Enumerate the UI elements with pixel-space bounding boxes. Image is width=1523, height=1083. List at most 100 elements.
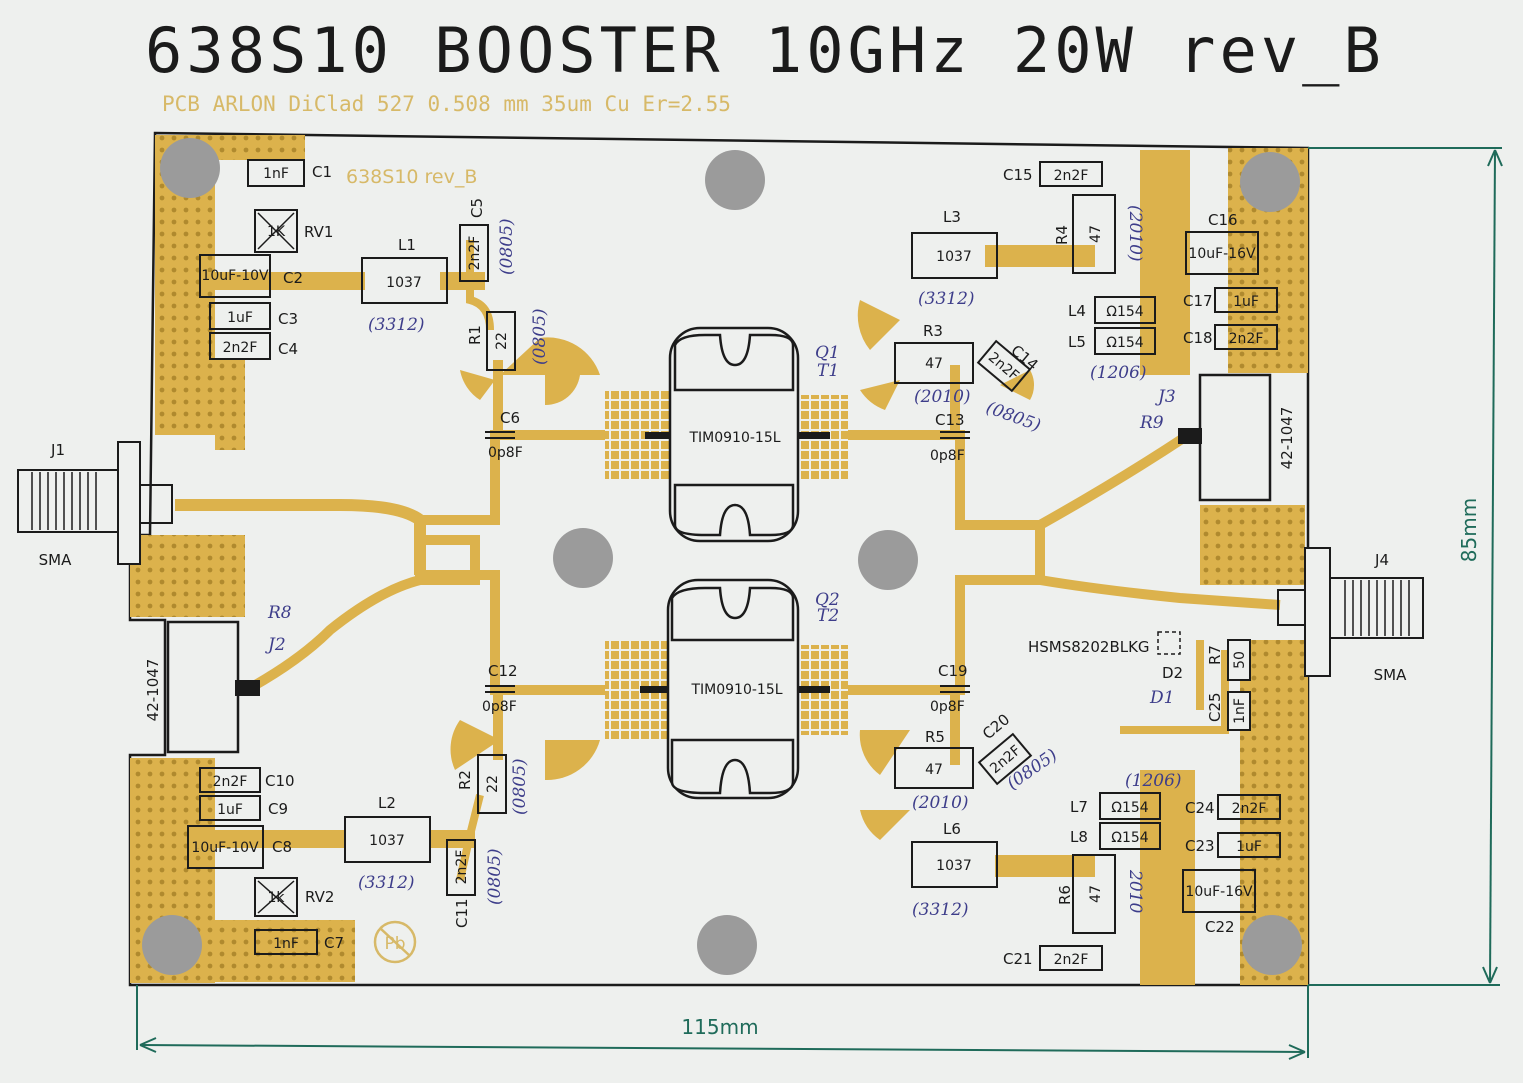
c13-value: 0p8F: [930, 448, 965, 464]
r8-note: R8: [267, 603, 292, 623]
c1: 1nF C1: [247, 159, 332, 187]
rv1: 1K RV1: [254, 209, 333, 253]
c9-ref: C9: [268, 800, 288, 818]
rv2: 1k RV2: [254, 877, 334, 917]
connector-j1: J1 SMA: [17, 441, 173, 569]
j4-label: J4: [1374, 551, 1389, 569]
c17-ref: C17: [1183, 292, 1213, 310]
rf-traces: [175, 360, 1281, 765]
c4: 2n2F C4: [209, 332, 298, 360]
c15-value: 2n2F: [1054, 168, 1089, 184]
l8-ref: L8: [1070, 828, 1088, 846]
l4-value: Ω154: [1106, 304, 1144, 320]
c11: 2n2F C11 (0805): [446, 839, 505, 928]
l2-ref: L2: [378, 794, 396, 812]
l6-note: (3312): [912, 900, 969, 920]
c3-ref: C3: [278, 310, 298, 328]
l7: Ω154 L7 (1206): [1070, 771, 1182, 820]
rv1-ref: RV1: [304, 223, 333, 241]
c1-value: 1nF: [263, 166, 289, 182]
r2-note: (0805): [510, 758, 530, 815]
c7-ref: C7: [324, 934, 344, 952]
c17: 1uF C17: [1183, 287, 1278, 313]
r1-ref: R1: [466, 325, 484, 345]
l7-ref: L7: [1070, 798, 1088, 816]
j3-label: J3: [1155, 387, 1176, 407]
c9-value: 1uF: [217, 802, 243, 818]
c17-value: 1uF: [1233, 294, 1259, 310]
c6-value: 0p8F: [488, 445, 523, 461]
j2-label: J2: [265, 635, 286, 655]
c22-value: 10uF-16V: [1185, 884, 1253, 900]
c6: C6 0p8F: [485, 409, 523, 461]
page-title: 638S10 BOOSTER 10GHz 20W rev_B: [145, 14, 1385, 87]
r5-value: 47: [925, 762, 943, 778]
connector-j4: J4 SMA: [1277, 547, 1424, 684]
c16-value: 10uF-16V: [1188, 246, 1256, 262]
c5: 2n2F C5 (0805): [459, 198, 517, 282]
c4-value: 2n2F: [223, 340, 258, 356]
c5-value: 2n2F: [467, 236, 483, 271]
c19-value: 0p8F: [930, 699, 965, 715]
j1-type-label: SMA: [39, 551, 72, 569]
r3-note: (2010): [914, 387, 971, 407]
c23: 1uF C23: [1185, 832, 1281, 858]
c11-note: (0805): [485, 848, 505, 905]
l8-value: Ω154: [1111, 830, 1149, 846]
l8: Ω154 L8: [1070, 822, 1161, 850]
l1-ref: L1: [398, 236, 416, 254]
q2-part-label: TIM0910-15L: [690, 682, 782, 698]
c10-value: 2n2F: [213, 774, 248, 790]
r3-value: 47: [925, 356, 943, 372]
c8-value: 10uF-10V: [191, 840, 259, 856]
q1-part-label: TIM0910-15L: [688, 430, 780, 446]
r4-value: 47: [1088, 225, 1104, 243]
l2-note: (3312): [358, 873, 415, 893]
bias-traces: [190, 240, 1229, 881]
c13-ref: C13: [935, 411, 965, 429]
c8: 10uF-10V C8: [187, 825, 292, 869]
l7-note: (1206): [1125, 771, 1182, 791]
r7-ref: R7: [1206, 645, 1224, 665]
c3-value: 1uF: [227, 310, 253, 326]
c21: 2n2F C21: [1003, 945, 1103, 971]
hsms-label: HSMS8202BLKG: [1028, 638, 1150, 656]
r2-value: 22: [485, 775, 501, 793]
j3-part-label: 42-1047: [1278, 407, 1296, 470]
l5-value: Ω154: [1106, 335, 1144, 351]
detector: HSMS8202BLKG D2 D1 50 R7 1nF C25: [1028, 631, 1251, 731]
c7: 1nF C7: [254, 929, 344, 955]
l1: 1037 L1 (3312): [361, 236, 448, 335]
l6-ref: L6: [943, 820, 961, 838]
c3: 1uF C3: [209, 302, 298, 330]
l3-value: 1037: [936, 249, 972, 265]
width-label: 115mm: [681, 1015, 758, 1039]
transistor-q1: TIM0910-15L: [645, 326, 830, 543]
r4-ref: R4: [1053, 225, 1071, 245]
connector-j3: 42-1047 J3 R9: [1139, 373, 1296, 502]
c19-ref: C19: [938, 662, 968, 680]
r3: 47 R3 (2010): [894, 322, 974, 407]
c15: 2n2F C15: [1003, 161, 1103, 187]
q2-label: Q2: [815, 590, 840, 610]
r6: 47 R6 2010: [1056, 854, 1145, 934]
r6-value: 47: [1088, 885, 1104, 903]
l3: 1037 L3 (3312): [911, 208, 998, 309]
connector-j2: 42-1047 J2 R8: [144, 603, 292, 754]
q2-alt-label: T2: [817, 606, 839, 626]
c12: C12 0p8F: [482, 662, 518, 715]
r9-note: R9: [1139, 413, 1164, 433]
l6: 1037 L6 (3312): [911, 820, 998, 920]
j4-type-label: SMA: [1374, 666, 1407, 684]
l5-ref: L5: [1068, 333, 1086, 351]
dimension-height: 85mm: [1308, 147, 1503, 986]
c4-ref: C4: [278, 340, 298, 358]
c11-ref: C11: [453, 898, 471, 928]
c19: C19 0p8F: [930, 662, 970, 715]
l2-value: 1037: [369, 833, 405, 849]
r1: 22 R1 (0805): [466, 308, 550, 371]
c18-ref: C18: [1183, 329, 1213, 347]
rv2-ref: RV2: [305, 888, 334, 906]
c12-ref: C12: [488, 662, 518, 680]
l7-value: Ω154: [1111, 800, 1149, 816]
